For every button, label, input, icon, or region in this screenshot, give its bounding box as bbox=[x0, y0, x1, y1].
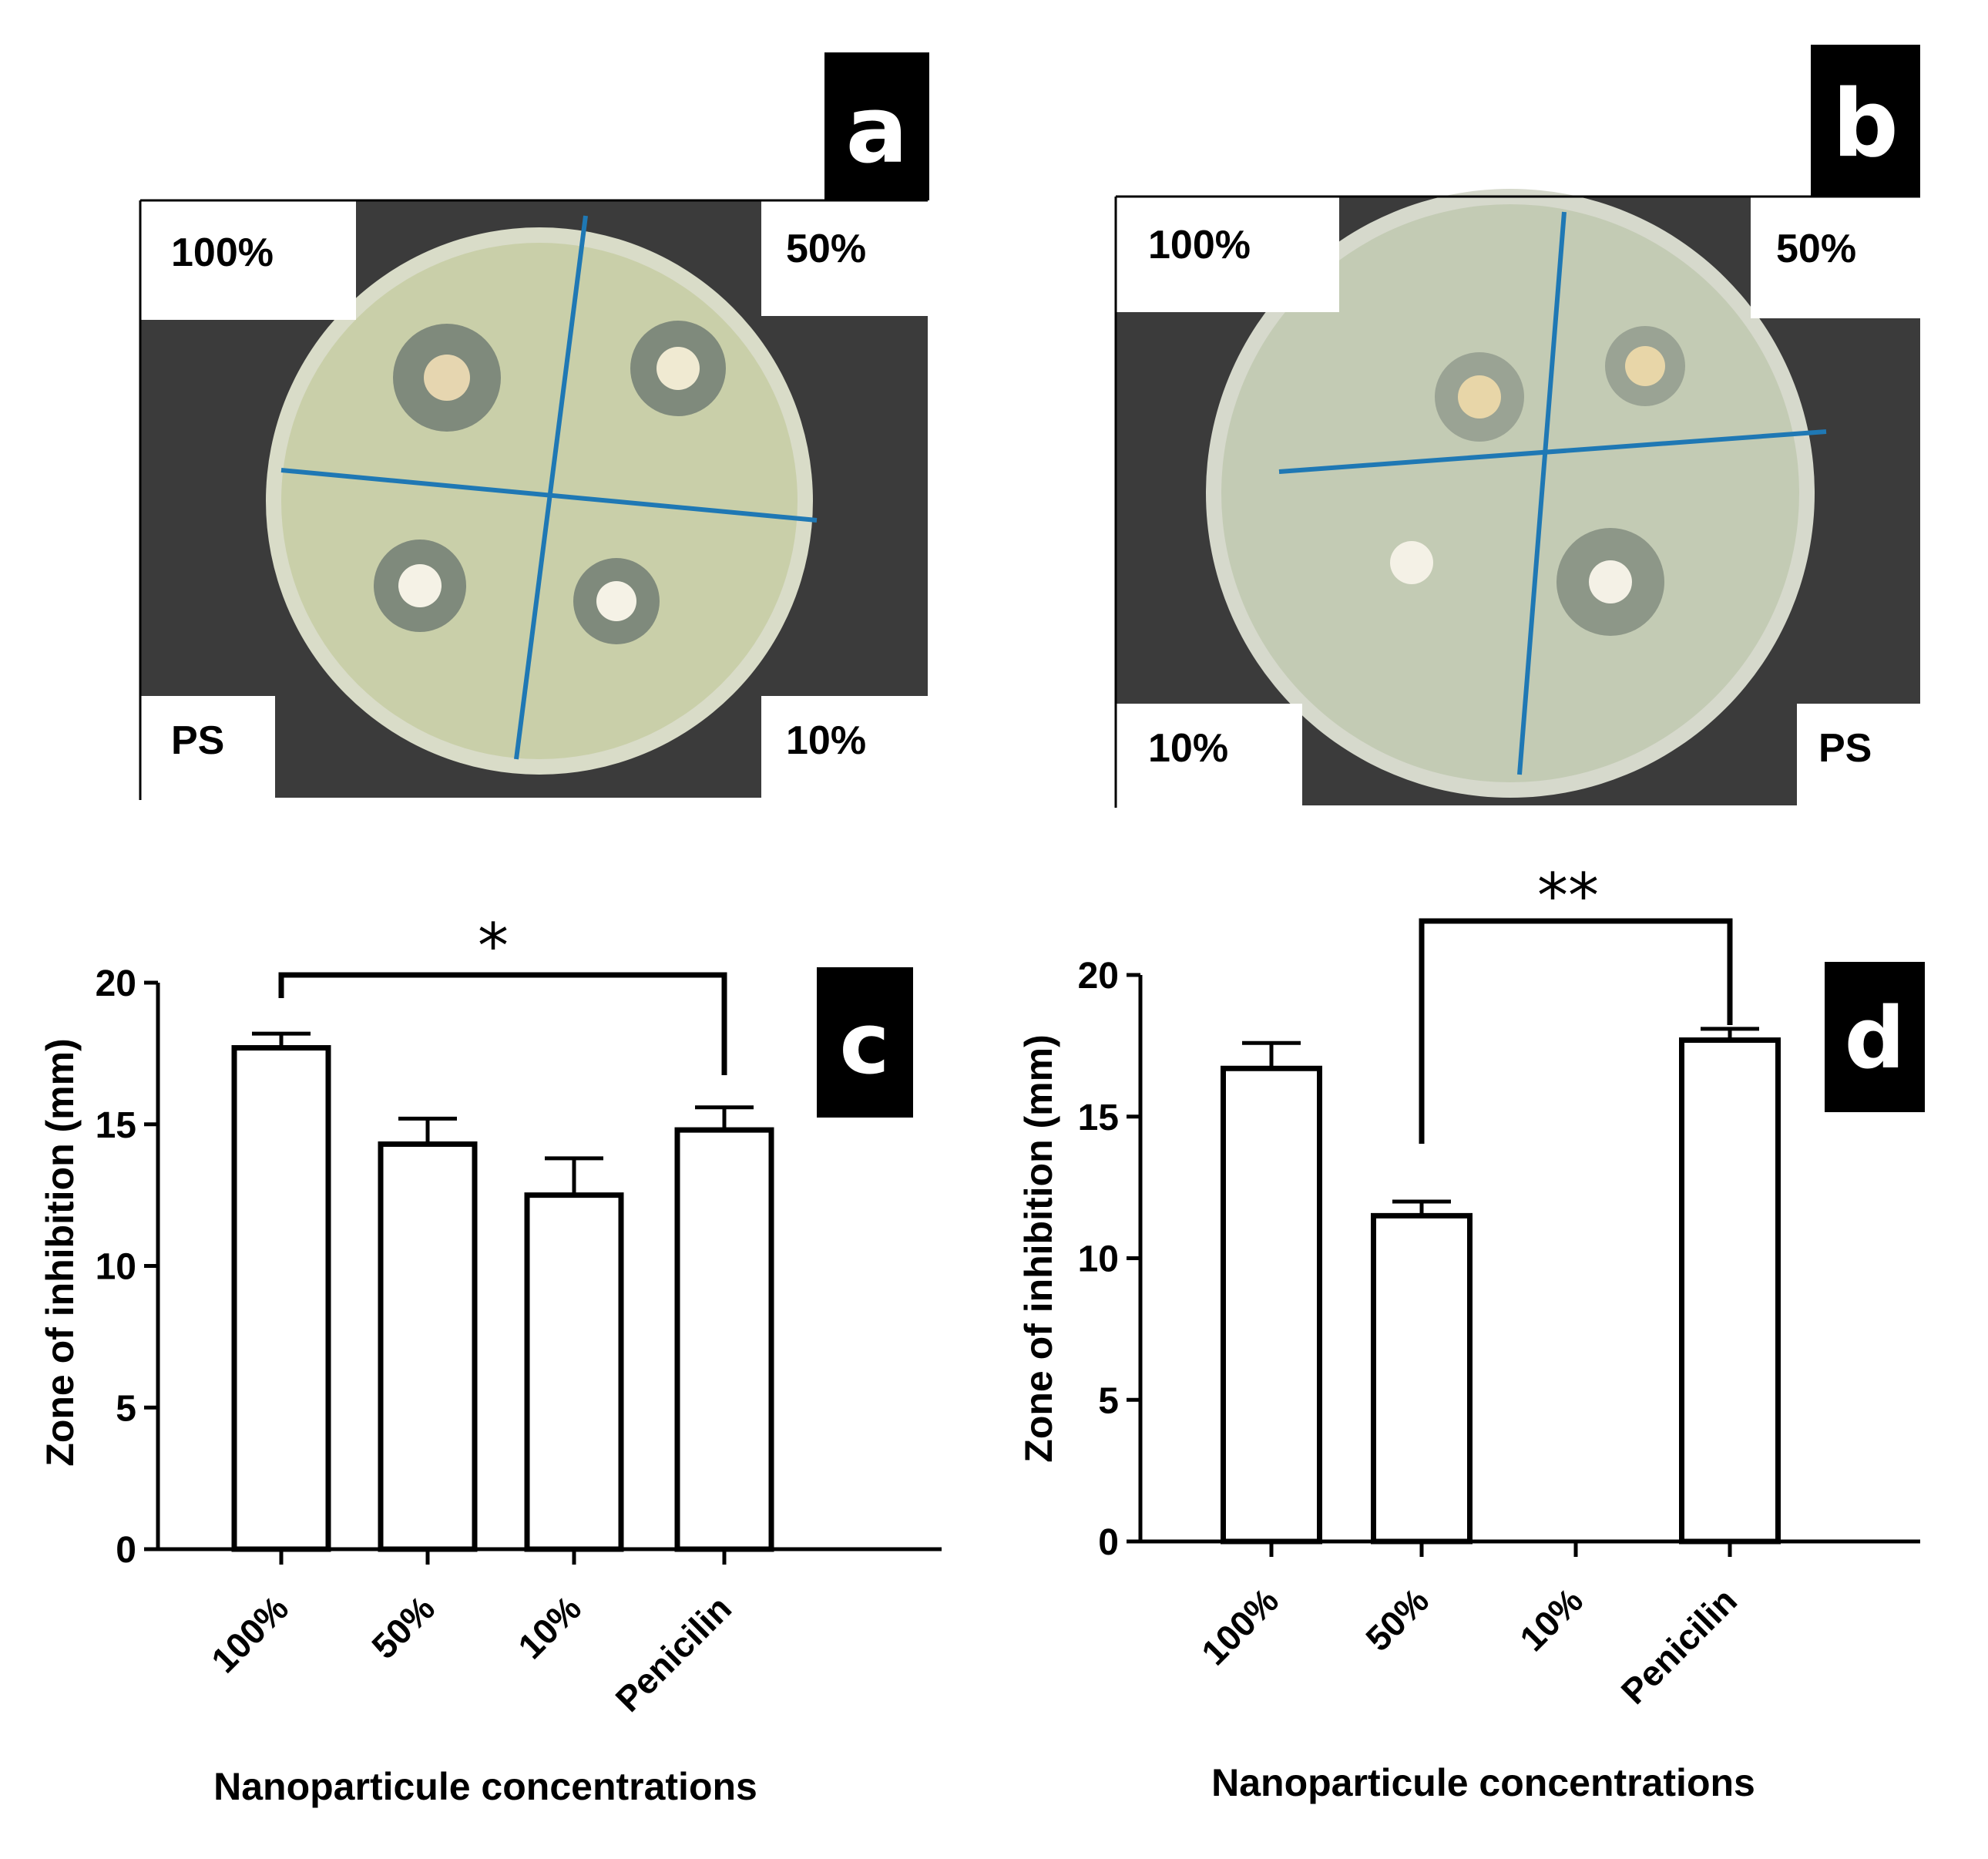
quadrant-label-a-top-right: 50% bbox=[786, 227, 866, 271]
label-box-b-top-right bbox=[1751, 197, 1920, 318]
x-tick-label: Penicilin bbox=[1614, 1580, 1745, 1712]
x-tick-label: Penicilin bbox=[608, 1588, 740, 1719]
disk-b-1 bbox=[1458, 375, 1501, 419]
photo-panel-b: 100% 50% 10% PS b bbox=[1114, 45, 1920, 808]
panel-letter-box-c bbox=[817, 967, 913, 1118]
disk-a-3 bbox=[398, 564, 442, 607]
disk-a-2 bbox=[657, 347, 700, 390]
quadrant-label-a-bottom-right: 10% bbox=[786, 718, 866, 763]
panel-letter-box-d bbox=[1825, 962, 1925, 1112]
marker-line-a-horizontal bbox=[280, 468, 818, 523]
marker-line-b-vertical bbox=[1517, 211, 1567, 775]
bar bbox=[378, 1141, 478, 1552]
y-tick-label: 10 bbox=[96, 1247, 136, 1288]
bar bbox=[524, 1192, 624, 1552]
y-tick-label: 20 bbox=[1078, 956, 1119, 997]
x-tick-label: 50% bbox=[364, 1588, 442, 1666]
bar bbox=[1221, 1065, 1322, 1545]
disk-b-3 bbox=[1390, 541, 1433, 584]
y-tick-label: 10 bbox=[1078, 1239, 1119, 1280]
x-tick-label: 10% bbox=[1512, 1580, 1590, 1659]
panel-letter-d: d bbox=[1845, 989, 1906, 1087]
disk-b-2 bbox=[1625, 346, 1665, 386]
marker-line-b-horizontal bbox=[1278, 429, 1827, 474]
y-tick-label: 5 bbox=[1098, 1380, 1119, 1421]
significance-bracket bbox=[278, 972, 727, 1075]
y-tick-label: 15 bbox=[1078, 1098, 1119, 1138]
disk-a-1 bbox=[424, 355, 470, 401]
significance-label-c: * bbox=[478, 910, 509, 982]
x-tick-label: 50% bbox=[1358, 1580, 1436, 1659]
bar bbox=[231, 1045, 331, 1552]
quadrant-label-b-top-right: 50% bbox=[1776, 227, 1856, 271]
significance-bracket bbox=[1419, 918, 1733, 1144]
bar bbox=[1371, 1212, 1473, 1545]
quadrant-label-b-top-left: 100% bbox=[1148, 223, 1251, 267]
y-tick-label: 15 bbox=[96, 1105, 136, 1146]
bar bbox=[1679, 1037, 1781, 1545]
bar bbox=[674, 1127, 774, 1552]
panel-letter-c: c bbox=[839, 994, 889, 1093]
label-box-b-top-left bbox=[1116, 197, 1339, 312]
panel-letter-box-a bbox=[824, 52, 929, 200]
panel-letter-b: b bbox=[1832, 71, 1899, 178]
quadrant-label-b-bottom-right: PS bbox=[1818, 726, 1872, 771]
label-box-a-bottom-right bbox=[761, 696, 928, 800]
y-axis-title-d: Zone of inhibition (mm) bbox=[1017, 1034, 1060, 1462]
bar-chart-c: c Zone of inhibition (mm) Nanoparticule … bbox=[39, 910, 942, 1808]
y-axis-title-c: Zone of inhibition (mm) bbox=[39, 1038, 82, 1466]
x-tick-label: 10% bbox=[510, 1588, 589, 1666]
x-tick-label: 100% bbox=[1194, 1580, 1286, 1672]
bar-chart-d: d Zone of inhibition (mm) Nanoparticule … bbox=[1017, 860, 1925, 1804]
disk-b-4 bbox=[1589, 560, 1632, 603]
marker-line-a-vertical bbox=[514, 215, 588, 760]
label-box-a-bottom-left bbox=[140, 696, 275, 800]
quadrant-label-a-top-left: 100% bbox=[171, 230, 274, 275]
quadrant-label-b-bottom-left: 10% bbox=[1148, 726, 1228, 771]
label-box-a-top-left bbox=[140, 200, 356, 320]
label-box-a-top-right bbox=[761, 200, 928, 316]
panel-letter-a: a bbox=[846, 77, 908, 184]
quadrant-label-a-bottom-left: PS bbox=[171, 718, 224, 763]
y-tick-label: 0 bbox=[116, 1530, 136, 1571]
label-box-b-bottom-left bbox=[1116, 704, 1302, 808]
x-axis-title-d: Nanoparticule concentrations bbox=[1211, 1761, 1755, 1804]
x-tick-label: 100% bbox=[203, 1588, 296, 1680]
x-axis-title-c: Nanoparticule concentrations bbox=[213, 1765, 757, 1808]
plate-a-agar bbox=[281, 243, 798, 759]
panel-letter-box-b bbox=[1811, 45, 1920, 197]
y-tick-label: 0 bbox=[1098, 1522, 1119, 1563]
y-tick-label: 5 bbox=[116, 1388, 136, 1429]
photo-panel-a: 100% 50% PS 10% a bbox=[139, 52, 929, 800]
y-tick-label: 20 bbox=[96, 963, 136, 1004]
label-box-b-bottom-right bbox=[1797, 704, 1920, 808]
disk-a-4 bbox=[596, 581, 636, 621]
